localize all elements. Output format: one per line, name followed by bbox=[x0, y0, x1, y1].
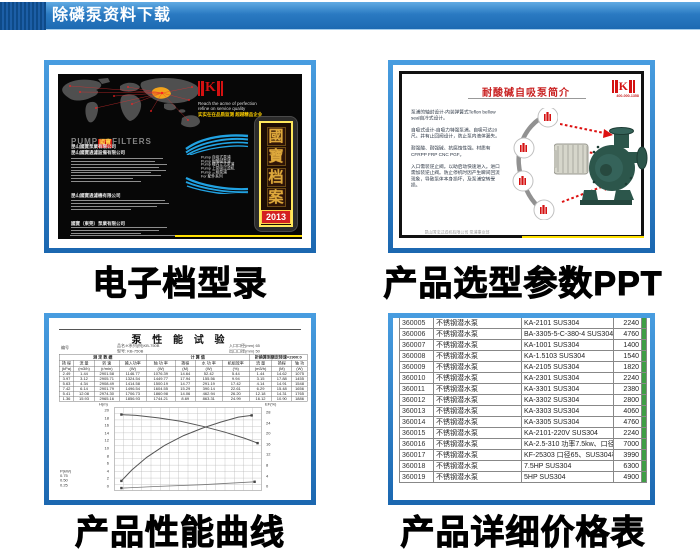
report-title: 泵 性 能 试 验 bbox=[131, 335, 229, 346]
catalog-panel[interactable]: PUMP國寶FILTERS 昆山國寶泵業有限公司 昆山國寶過濾設備有限公司 昆山… bbox=[44, 60, 316, 253]
slide-bottom-rule bbox=[521, 235, 644, 238]
header-logo-block bbox=[0, 2, 46, 30]
company-name-1b: 昆山國寶過濾設備有限公司 bbox=[71, 150, 126, 155]
company-text-block-2 bbox=[71, 200, 171, 212]
ppt-title: 耐酸碱自吸泵简介 bbox=[482, 88, 570, 99]
caption-curve: 产品性能曲线 bbox=[75, 514, 285, 552]
k-brand-logo: K bbox=[198, 80, 223, 96]
swoosh-bottom bbox=[185, 177, 249, 194]
caption-catalog: 电子档型录 bbox=[92, 265, 268, 304]
company-name-1a: 昆山國寶泵業有限公司 bbox=[71, 144, 117, 149]
pump-image bbox=[554, 127, 648, 205]
company-name-2: 昆山國寶過濾機有限公司 bbox=[71, 193, 121, 198]
ppt-panel[interactable]: 耐酸碱自吸泵简介 K 400-000-1358 泵浦的轴封设计-内装弹簧式Tef… bbox=[388, 60, 655, 253]
catalog-cover-image: PUMP國寶FILTERS 昆山國寶泵業有限公司 昆山國寶過濾設備有限公司 昆山… bbox=[58, 74, 302, 239]
company-text-block-1 bbox=[71, 158, 171, 184]
page-title: 除磷泵资料下载 bbox=[52, 7, 172, 24]
report-meta-left: 编号 bbox=[61, 345, 69, 351]
cover-slogan-2: refine on service quality bbox=[198, 106, 246, 111]
caption-ppt: 产品选型参数PPT bbox=[383, 265, 663, 304]
cover-bottom-rule bbox=[175, 234, 302, 237]
ppt-phone: 400-000-1358 bbox=[616, 94, 639, 99]
world-map bbox=[62, 78, 200, 128]
ppt-slide-image: 耐酸碱自吸泵简介 K 400-000-1358 泵浦的轴封设计-内装弹簧式Tef… bbox=[399, 71, 648, 238]
cover-slogan-cn: 实实在在品质监测 超越精品企业 bbox=[198, 112, 263, 117]
ppt-footer: 昆山国宝过滤机有限公司 泵浦事业部 bbox=[424, 230, 490, 235]
ppt-paragraphs: 泵浦的轴封设计-内装弹簧式Teflon bellow seal自冷式设计。自吸式… bbox=[411, 109, 500, 188]
banner-year: 2013 bbox=[260, 210, 292, 224]
cover-slogan-1: Reach the acme of perfection bbox=[198, 101, 257, 106]
brand-line: PUMP國寶FILTERS bbox=[71, 137, 152, 148]
ppt-k-logo: K bbox=[611, 79, 635, 94]
caption-price: 产品详细价格表 bbox=[400, 514, 646, 552]
company-name-3: 國寶（東莞）泵業有限公司 bbox=[71, 221, 126, 226]
page-header: 除磷泵资料下载 bbox=[0, 2, 700, 30]
swoosh-top bbox=[185, 134, 249, 155]
gold-banner: 國 寶 档 案 2013 bbox=[254, 116, 298, 232]
brand-badge: 國寶 bbox=[98, 139, 113, 148]
arc-diagram bbox=[512, 108, 558, 220]
company-text-block-3 bbox=[71, 227, 171, 236]
cover-bottom-rule-left bbox=[70, 235, 176, 236]
